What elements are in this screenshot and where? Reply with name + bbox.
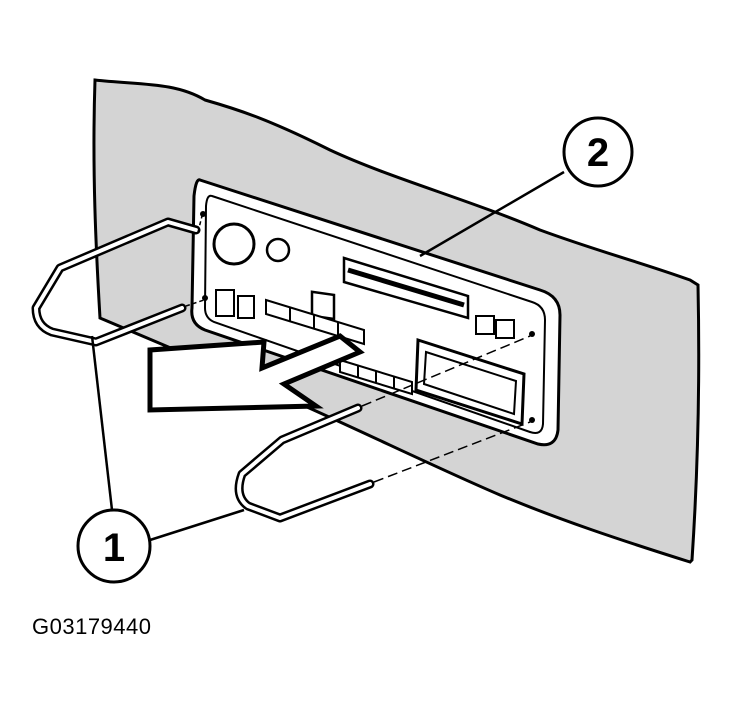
- callout-2-label: 2: [587, 131, 609, 175]
- display-window: [414, 337, 526, 427]
- mode-button: [215, 289, 235, 317]
- figure-code: G03179440: [32, 614, 152, 639]
- volume-knob: [212, 222, 256, 266]
- tool-hole-upper-right: [529, 331, 535, 337]
- slot-button-2: [495, 319, 515, 339]
- callout-1-circle: [76, 508, 152, 584]
- mode-button-2: [237, 295, 255, 319]
- callout-2-leader: [419, 170, 565, 258]
- tool-hole-upper-left: [200, 211, 206, 217]
- callout-1-leader-b: [149, 508, 245, 542]
- tool-hole-lower-right: [529, 417, 535, 423]
- callout-1-leader-a: [90, 335, 114, 511]
- slot-button-1: [475, 315, 495, 335]
- tool-hole-lower-left: [202, 295, 208, 301]
- callout-1-label: 1: [103, 526, 125, 570]
- pull-direction-arrow: [147, 333, 365, 413]
- tone-knob: [265, 237, 291, 263]
- callout-2-circle: [562, 116, 634, 188]
